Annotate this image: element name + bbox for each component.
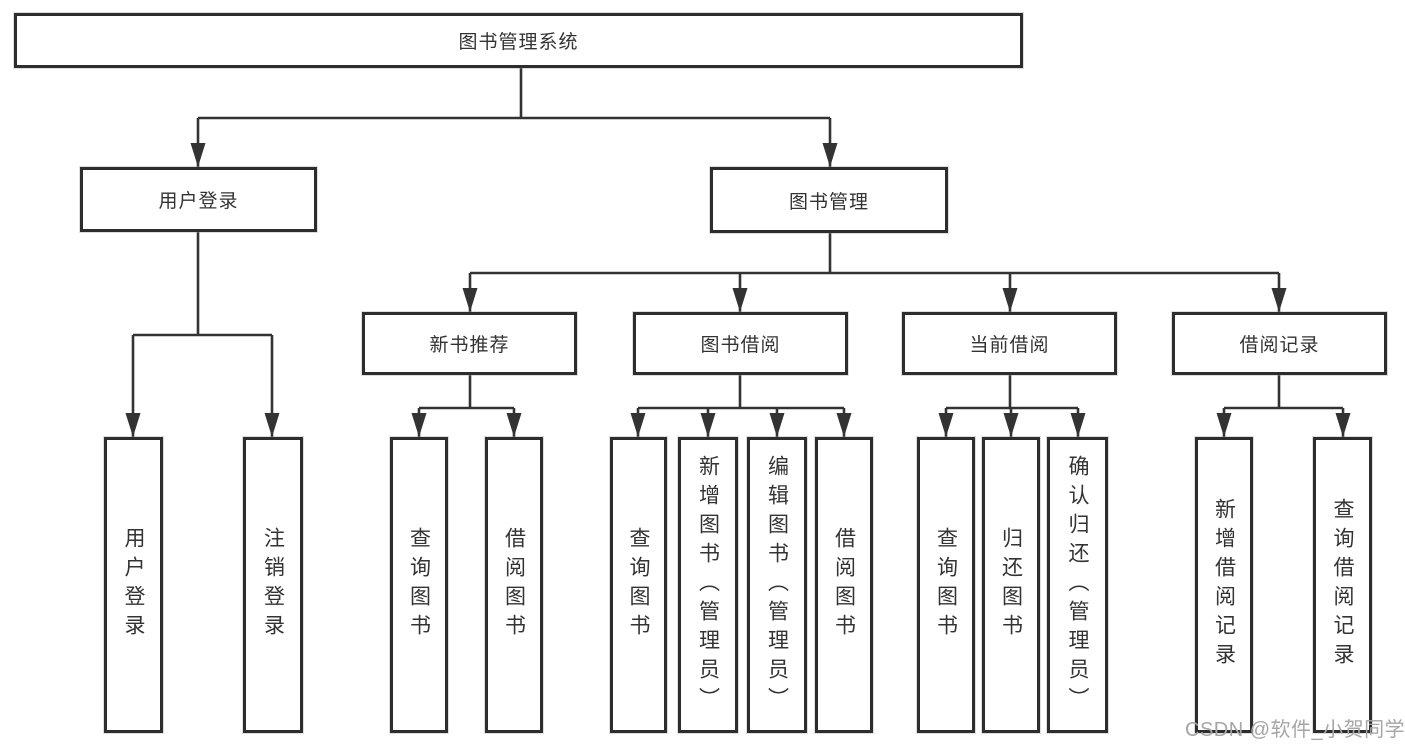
node-book-borrow: 图书借阅 — [633, 312, 848, 375]
csdn-watermark: CSDN @软件_小贺同学 — [1185, 719, 1405, 741]
leaf-current-query-books: 查询图书 — [917, 437, 975, 733]
leaf-newbooks-borrow-books: 借阅图书 — [485, 437, 543, 733]
node-borrow-records: 借阅记录 — [1172, 312, 1387, 375]
node-book-management: 图书管理 — [710, 167, 948, 233]
leaf-records-add-record: 新增借阅记录 — [1195, 437, 1253, 733]
connector-segments — [125, 67, 1351, 437]
leaf-borrow-query-books: 查询图书 — [610, 437, 667, 733]
node-user-login: 用户登录 — [80, 167, 317, 232]
node-new-book-recommend: 新书推荐 — [362, 312, 577, 375]
leaf-records-query-record: 查询借阅记录 — [1313, 437, 1372, 733]
leaf-borrow-add-books-admin: 新增图书（管理员） — [678, 437, 738, 733]
leaf-logout: 注销登录 — [243, 437, 303, 733]
leaf-current-confirm-return-admin: 确认归还（管理员） — [1047, 437, 1108, 733]
leaf-borrow-edit-books-admin: 编辑图书（管理员） — [747, 437, 807, 733]
node-current-borrow: 当前借阅 — [902, 312, 1117, 375]
node-root: 图书管理系统 — [14, 13, 1023, 68]
leaf-user-login: 用户登录 — [104, 437, 163, 733]
leaf-borrow-borrow-books: 借阅图书 — [815, 437, 873, 733]
leaf-current-return-books: 归还图书 — [982, 437, 1040, 733]
leaf-newbooks-query-books: 查询图书 — [390, 437, 448, 733]
